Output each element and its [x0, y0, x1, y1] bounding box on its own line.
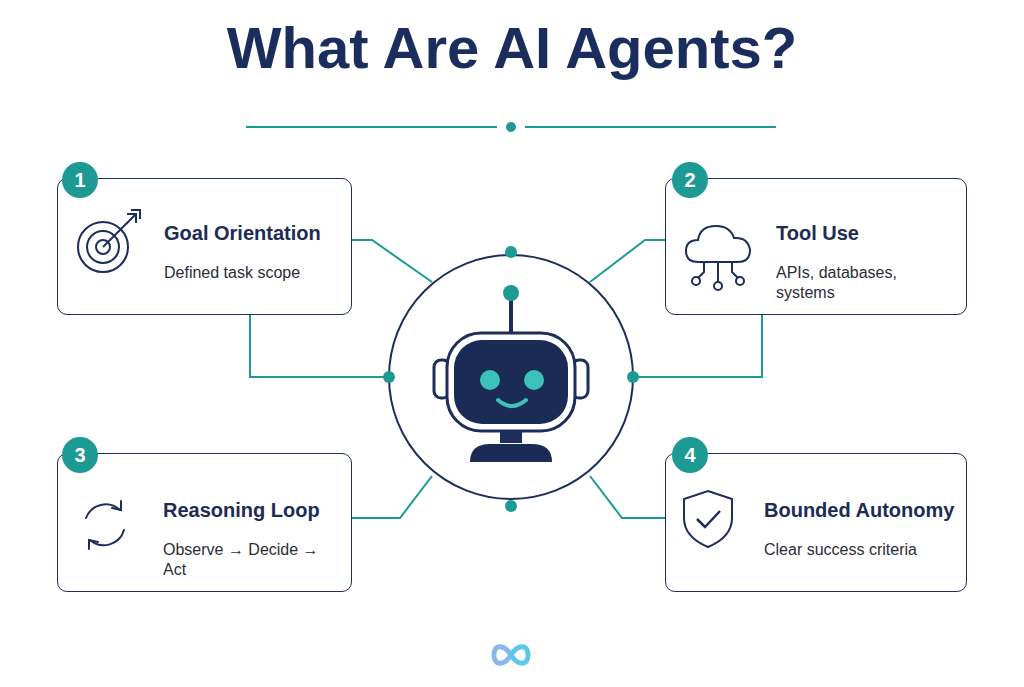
callout-number: 4 — [672, 437, 708, 473]
callout-number: 2 — [672, 162, 708, 198]
logo-mark — [494, 647, 528, 664]
box-heading: Reasoning Loop — [163, 498, 345, 522]
box-heading: Goal Orientation — [164, 221, 345, 245]
robot-illustration — [434, 285, 588, 462]
feature-box: Reasoning LoopObserve → Decide → Act — [57, 453, 352, 592]
box-description: Observe → Decide → Act — [163, 540, 345, 580]
divider-dot — [506, 122, 516, 132]
callout-number: 3 — [62, 437, 98, 473]
diagram-title: What Are AI Agents? — [0, 12, 1024, 84]
agent-circle — [389, 255, 633, 499]
divider-line — [525, 126, 776, 128]
circle-dots — [383, 246, 639, 512]
feature-box: Tool UseAPIs, databases, systems — [665, 178, 967, 315]
box-description: Defined task scope — [164, 263, 345, 283]
feature-box: Bounded AutonomyClear success criteria — [665, 453, 967, 592]
box-heading: Tool Use — [776, 221, 960, 245]
box-description: APIs, databases, systems — [776, 263, 960, 303]
box-description: Clear success criteria — [764, 540, 960, 560]
feature-box: Goal OrientationDefined task scope — [57, 178, 352, 315]
divider-line — [246, 126, 497, 128]
callout-number: 1 — [62, 162, 98, 198]
box-heading: Bounded Autonomy — [764, 498, 960, 522]
